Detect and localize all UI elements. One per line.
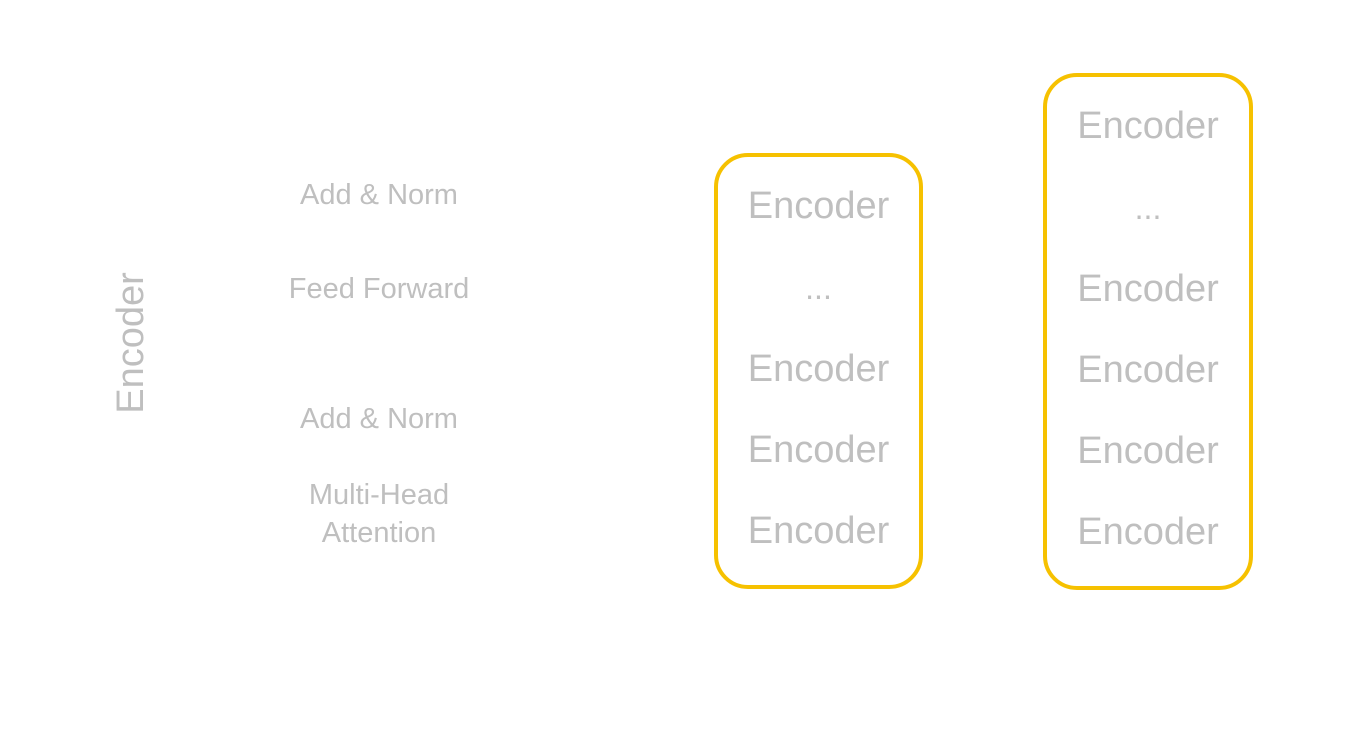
add-norm-top-label: Add & Norm [300,179,458,211]
encoder-stack-large: Encoder ... Encoder Encoder Encoder Enco… [1043,73,1253,590]
stack-large-ellipsis: ... [1134,190,1162,226]
stack-small-item: Encoder [747,185,890,227]
encoder-vertical-label: Encoder [110,272,152,414]
stack-small-ellipsis: ... [805,270,832,306]
stack-large-item: Encoder [1077,268,1219,310]
stack-large-item: Encoder [1077,430,1219,472]
stack-small-item: Encoder [747,510,890,552]
stack-small-item: Encoder [747,429,890,471]
feed-forward-label: Feed Forward [288,273,470,305]
multi-head-attention-label: Multi-Head Attention [259,477,499,552]
multi-head-attention-line-2: Attention [321,516,437,549]
add-norm-bottom-label: Add & Norm [300,403,458,435]
stack-large-item: Encoder [1077,105,1219,147]
multi-head-attention-line-1: Multi-Head [308,479,450,511]
stack-small-item: Encoder [747,348,890,390]
stack-large-item: Encoder [1077,349,1219,391]
stack-large-item: Encoder [1077,511,1219,553]
encoder-stack-small: Encoder ... Encoder Encoder Encoder [714,153,923,589]
